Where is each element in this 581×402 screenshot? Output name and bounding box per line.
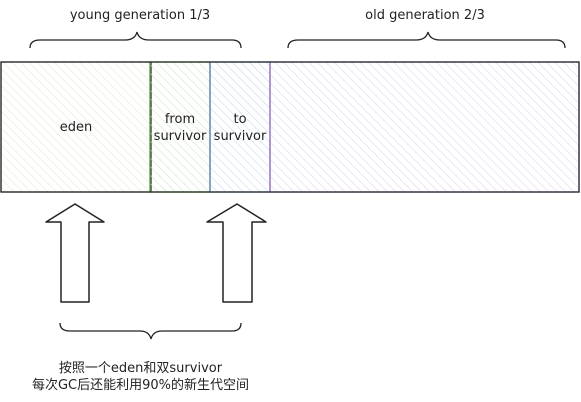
to-survivor-label: to survivor xyxy=(210,111,270,145)
note-label: 按照一个eden和双survivor 每次GC后还能利用90%的新生代空间 xyxy=(0,360,281,394)
from-survivor-label: from survivor xyxy=(150,111,210,145)
eden-region xyxy=(0,61,152,193)
heap-outline xyxy=(0,61,580,193)
up-arrow-to-survivor xyxy=(206,203,267,303)
from-survivor-line1: from xyxy=(164,112,196,127)
to-survivor-line2: survivor xyxy=(213,129,267,144)
old-generation-label: old generation 2/3 xyxy=(365,8,485,23)
to-survivor-line1: to xyxy=(233,112,247,127)
old-generation-region xyxy=(269,61,580,193)
young-generation-brace xyxy=(29,31,242,49)
note-line2: 每次GC后还能利用90%的新生代空间 xyxy=(31,378,250,393)
bottom-brace xyxy=(59,322,242,340)
young-generation-label: young generation 1/3 xyxy=(69,8,211,23)
up-arrow-eden xyxy=(45,203,105,303)
from-survivor-line2: survivor xyxy=(153,129,207,144)
note-line1: 按照一个eden和双survivor xyxy=(58,361,223,376)
old-generation-brace xyxy=(287,31,566,49)
eden-label: eden xyxy=(59,120,93,135)
from-survivor-region xyxy=(149,61,211,193)
